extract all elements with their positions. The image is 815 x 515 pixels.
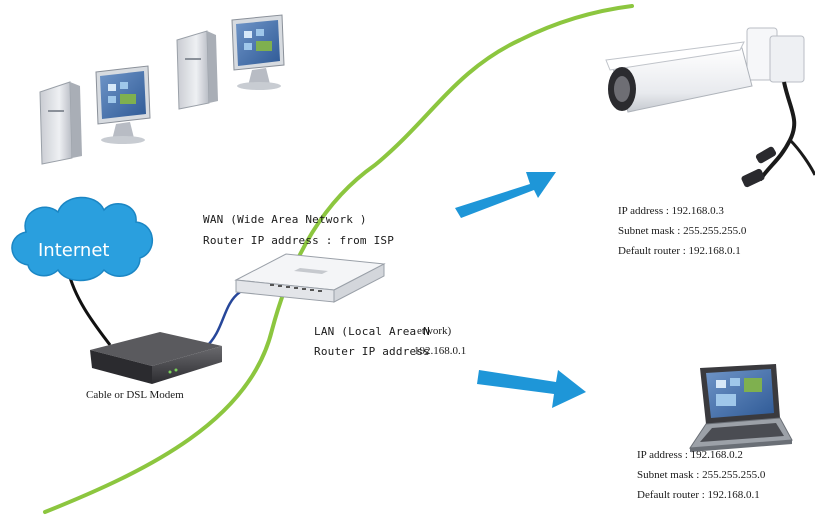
internet-label: Internet: [38, 240, 109, 261]
desktop-computer-icon: [176, 14, 285, 110]
lan-router-ip-prefix: Router IP address: [314, 345, 430, 358]
camera-default-router: Default router : 192.168.0.1: [618, 245, 741, 257]
camera-ip-address: IP address : 192.168.0.3: [618, 205, 724, 217]
desktop-computer-icon: [39, 65, 151, 165]
ip-camera-icon: [605, 27, 815, 188]
wan-lan-boundary-line: [43, 4, 634, 514]
modem-to-router-cable: [204, 290, 241, 349]
wan-router-ip: Router IP address : from ISP: [203, 234, 395, 247]
laptop-subnet-mask: Subnet mask : 255.255.255.0: [637, 469, 766, 481]
lan-router-ip-value: 192.168.0.1: [414, 345, 467, 357]
wan-title: WAN (Wide Area Network ): [203, 213, 367, 226]
lan-title-part1: LAN (Local Area N: [314, 325, 430, 338]
modem-label: Cable or DSL Modem: [86, 389, 184, 401]
modem-icon: [90, 332, 222, 384]
laptop-ip-address: IP address : 192.168.0.2: [637, 449, 743, 461]
laptop-default-router: Default router : 192.168.0.1: [637, 489, 760, 501]
modem-to-internet-cable: [66, 269, 112, 346]
arrow-icon: [477, 370, 586, 408]
lan-title-part2: etwork): [417, 325, 452, 337]
laptop-icon: [689, 364, 793, 452]
router-icon: [234, 253, 386, 303]
internet-cloud-icon: [11, 196, 154, 282]
camera-subnet-mask: Subnet mask : 255.255.255.0: [618, 225, 747, 237]
arrow-icon: [455, 172, 556, 218]
